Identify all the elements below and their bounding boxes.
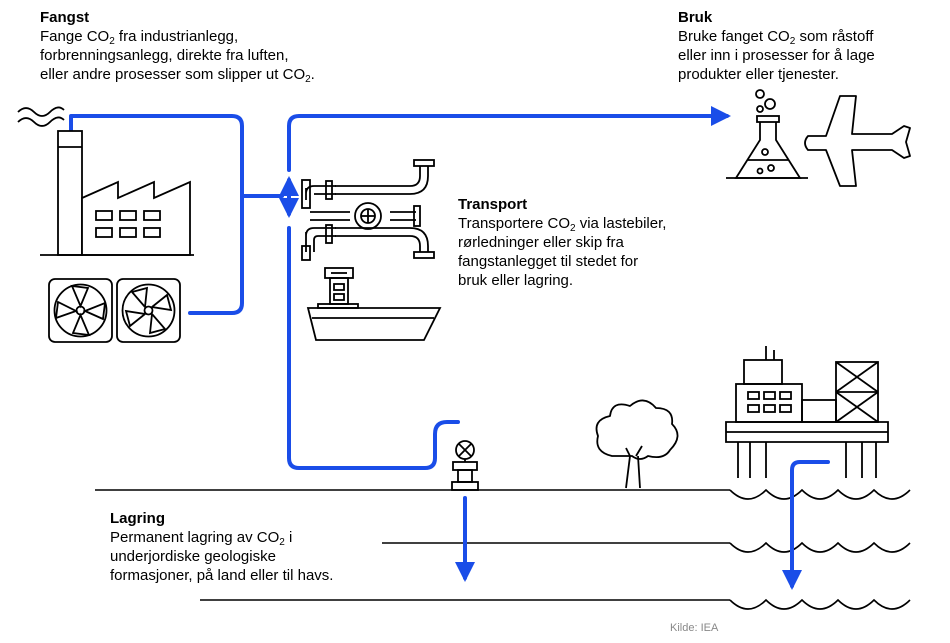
- transport-line4: bruk eller lagring.: [458, 272, 574, 289]
- use-line3: produkter eller tjenester.: [678, 66, 839, 83]
- capture-line1: Fange CO2 fra industrianlegg,: [40, 28, 239, 47]
- fan-icon: [48, 278, 181, 343]
- transport-line1: Transportere CO2 via lastebiler,: [458, 215, 667, 234]
- source-label: Kilde: IEA: [670, 622, 719, 634]
- ship-icon: [306, 267, 442, 341]
- capture-heading: Fangst: [40, 9, 90, 26]
- storage-heading: Lagring: [110, 510, 165, 527]
- transport-line3: fangstanlegget til stedet for: [458, 253, 639, 270]
- use-line1: Bruke fanget CO2 som råstoff: [678, 28, 874, 47]
- transport-text: Transport Transportere CO2 via lastebile…: [458, 195, 666, 290]
- ground-lines: [95, 488, 911, 610]
- storage-line3: formasjoner, på land eller til havs.: [110, 567, 334, 584]
- capture-line2: forbrenningsanlegg, direkte fra luften,: [40, 47, 289, 64]
- factory-icon: [17, 106, 194, 256]
- pipeline-icon: [301, 159, 435, 261]
- storage-line1: Permanent lagring av CO2 i: [110, 529, 293, 548]
- flask-icon: [726, 89, 808, 179]
- transport-line2: rørledninger eller skip fra: [458, 234, 624, 251]
- co2-flow: [69, 106, 830, 590]
- wellhead-icon: [451, 440, 479, 491]
- capture-text: Fangst Fange CO2 fra industrianlegg, for…: [40, 8, 315, 85]
- use-heading: Bruk: [678, 9, 713, 26]
- transport-heading: Transport: [458, 196, 528, 213]
- storage-line2: underjordiske geologiske: [110, 548, 276, 565]
- storage-text: Lagring Permanent lagring av CO2 i under…: [110, 509, 333, 585]
- capture-line3: eller andre prosesser som slipper ut CO2…: [40, 66, 315, 85]
- offshore-platform-icon: [725, 346, 889, 478]
- use-line2: eller inn i prosesser for å lage: [678, 47, 875, 64]
- airplane-icon: [804, 95, 911, 187]
- use-text: Bruk Bruke fanget CO2 som råstoff eller …: [678, 8, 875, 84]
- tree-icon: [595, 399, 679, 489]
